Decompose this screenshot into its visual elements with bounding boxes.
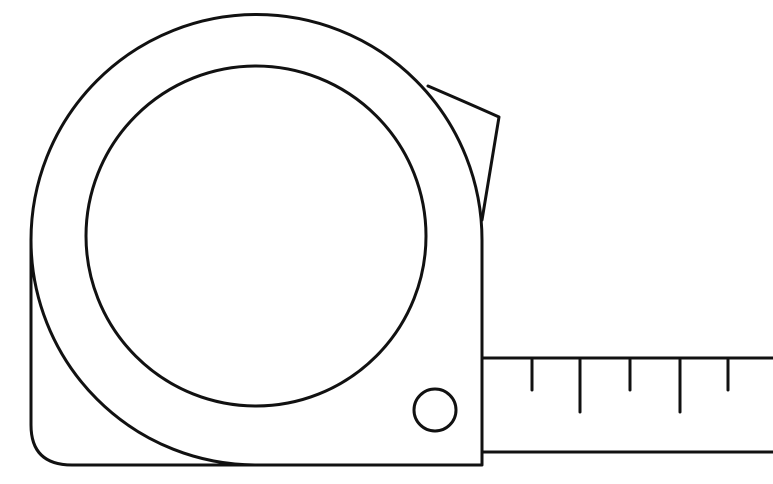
tape-ticks — [530, 358, 730, 414]
housing-outline — [29, 13, 484, 467]
housing-dial — [84, 64, 428, 408]
housing-outer-ring — [29, 238, 258, 467]
tape-blade — [478, 356, 773, 454]
tape-blade-edges — [478, 356, 773, 454]
tape-housing — [29, 13, 501, 467]
lock-button-icon — [412, 387, 458, 433]
